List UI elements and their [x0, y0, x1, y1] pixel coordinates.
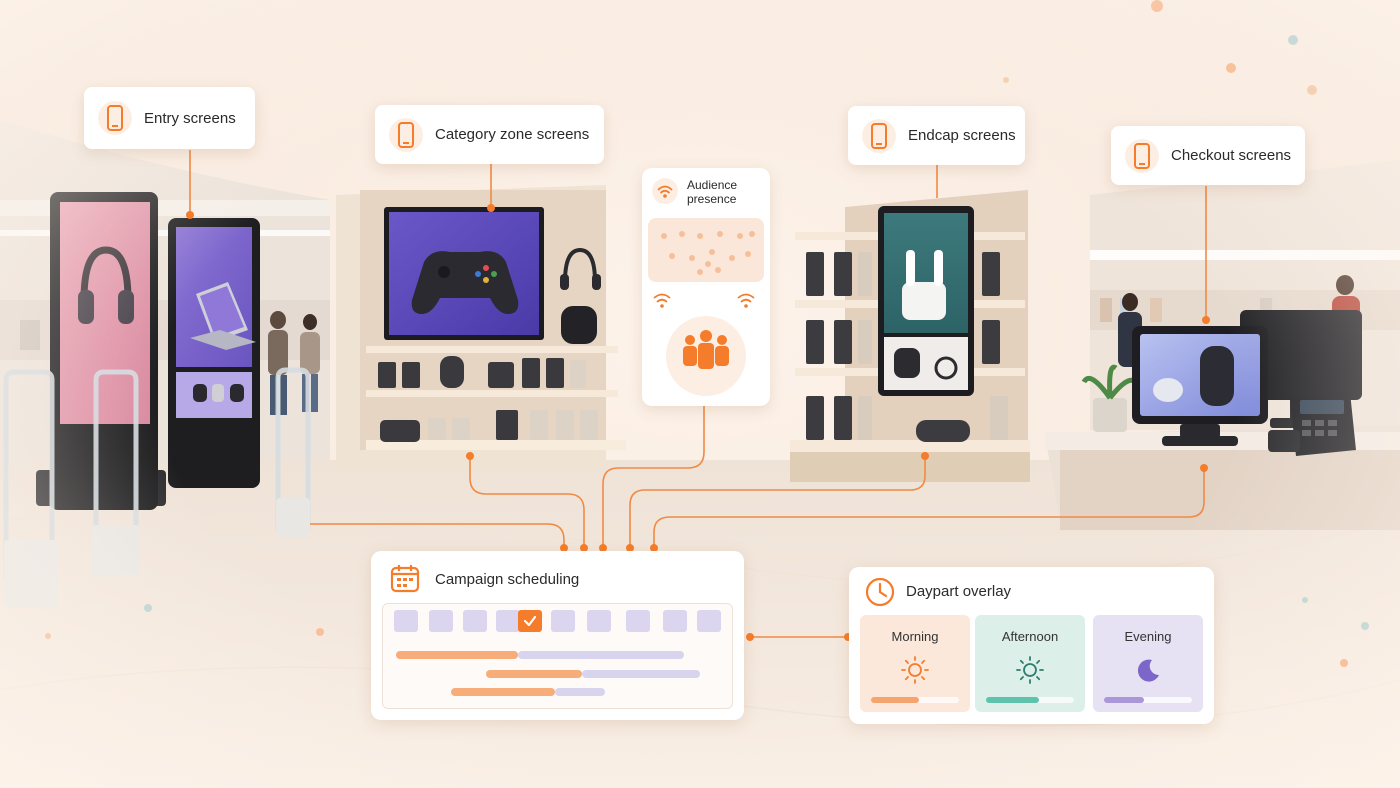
calendar-day-selected[interactable] [518, 610, 542, 632]
calendar-day[interactable] [429, 610, 453, 632]
schedule-bar [451, 688, 555, 696]
people-group-icon [683, 330, 729, 369]
calendar-day[interactable] [663, 610, 687, 632]
audience-heatmap [648, 218, 764, 396]
daypart-level-fill [871, 697, 920, 703]
calendar-icon [390, 563, 420, 598]
schedule-bar [582, 670, 700, 678]
wifi-signal-icon [652, 178, 678, 204]
endcap-screens-text: Endcap screens [908, 127, 1016, 144]
campaign-calendar [382, 603, 733, 709]
sun-icon [1015, 655, 1045, 685]
daypart-afternoon[interactable]: Afternoon [975, 615, 1085, 712]
node-category [466, 452, 474, 460]
daypart-label: Evening [1124, 629, 1172, 644]
schedule-bar [486, 670, 582, 678]
moon-icon [1133, 655, 1163, 685]
daypart-level-track [1104, 697, 1192, 703]
campaign-scheduling-title: Campaign scheduling [435, 571, 580, 588]
calendar-day[interactable] [496, 610, 520, 632]
node-campaign-2 [580, 544, 588, 552]
check-icon [523, 615, 537, 627]
checkout-screens-text: Checkout screens [1171, 147, 1292, 164]
calendar-day[interactable] [626, 610, 650, 632]
audience-presence-title: Audience presence [687, 178, 738, 206]
calendar-day[interactable] [463, 610, 487, 632]
clock-icon [863, 575, 897, 614]
calendar-day[interactable] [697, 610, 721, 632]
daypart-level-track [871, 697, 959, 703]
schedule-bar [555, 688, 605, 696]
connector-audience [602, 406, 705, 548]
schedule-bar [396, 651, 518, 659]
node-category-label [487, 204, 495, 212]
node-endcap [921, 452, 929, 460]
entry-screens-label: Entry screens [84, 87, 255, 149]
wifi-signal-icon [653, 293, 755, 303]
node-campaign-1 [560, 544, 568, 552]
daypart-label: Afternoon [1001, 629, 1059, 644]
connector-checkout [653, 468, 1205, 548]
node-daypart-left [746, 633, 754, 641]
smartphone-icon [862, 118, 896, 153]
daypart-overlay-title: Daypart overlay [906, 583, 1012, 600]
daypart-level-track [986, 697, 1074, 703]
category-zone-screens-text: Category zone screens [435, 126, 590, 143]
checkout-screens-label: Checkout screens [1111, 126, 1305, 185]
sun-icon [900, 655, 930, 685]
calendar-day[interactable] [551, 610, 575, 632]
connector-category [469, 456, 585, 548]
daypart-morning[interactable]: Morning [860, 615, 970, 712]
entry-screens-text: Entry screens [144, 109, 236, 127]
smartphone-icon [389, 117, 423, 152]
node-campaign-5 [650, 544, 658, 552]
node-checkout [1200, 464, 1208, 472]
endcap-screens-label: Endcap screens [848, 106, 1025, 165]
node-campaign-3 [599, 544, 607, 552]
daypart-overlay-card: Daypart overlay Morning Afternoon Evening [849, 567, 1214, 724]
smartphone-icon [98, 101, 132, 135]
connector-entry [310, 523, 565, 548]
daypart-level-fill [986, 697, 1039, 703]
smartphone-icon [1125, 138, 1159, 173]
schedule-bar [518, 651, 684, 659]
daypart-level-fill [1104, 697, 1144, 703]
connector-endcap [629, 456, 926, 548]
daypart-evening[interactable]: Evening [1093, 615, 1203, 712]
calendar-day[interactable] [587, 610, 611, 632]
daypart-label: Morning [891, 629, 939, 644]
calendar-day[interactable] [394, 610, 418, 632]
campaign-scheduling-card: Campaign scheduling [371, 551, 744, 720]
node-checkout-label [1202, 316, 1210, 324]
category-zone-screens-label: Category zone screens [375, 105, 604, 164]
node-entry-label [186, 211, 194, 219]
node-campaign-4 [626, 544, 634, 552]
audience-presence-card: Audience presence [642, 168, 770, 406]
